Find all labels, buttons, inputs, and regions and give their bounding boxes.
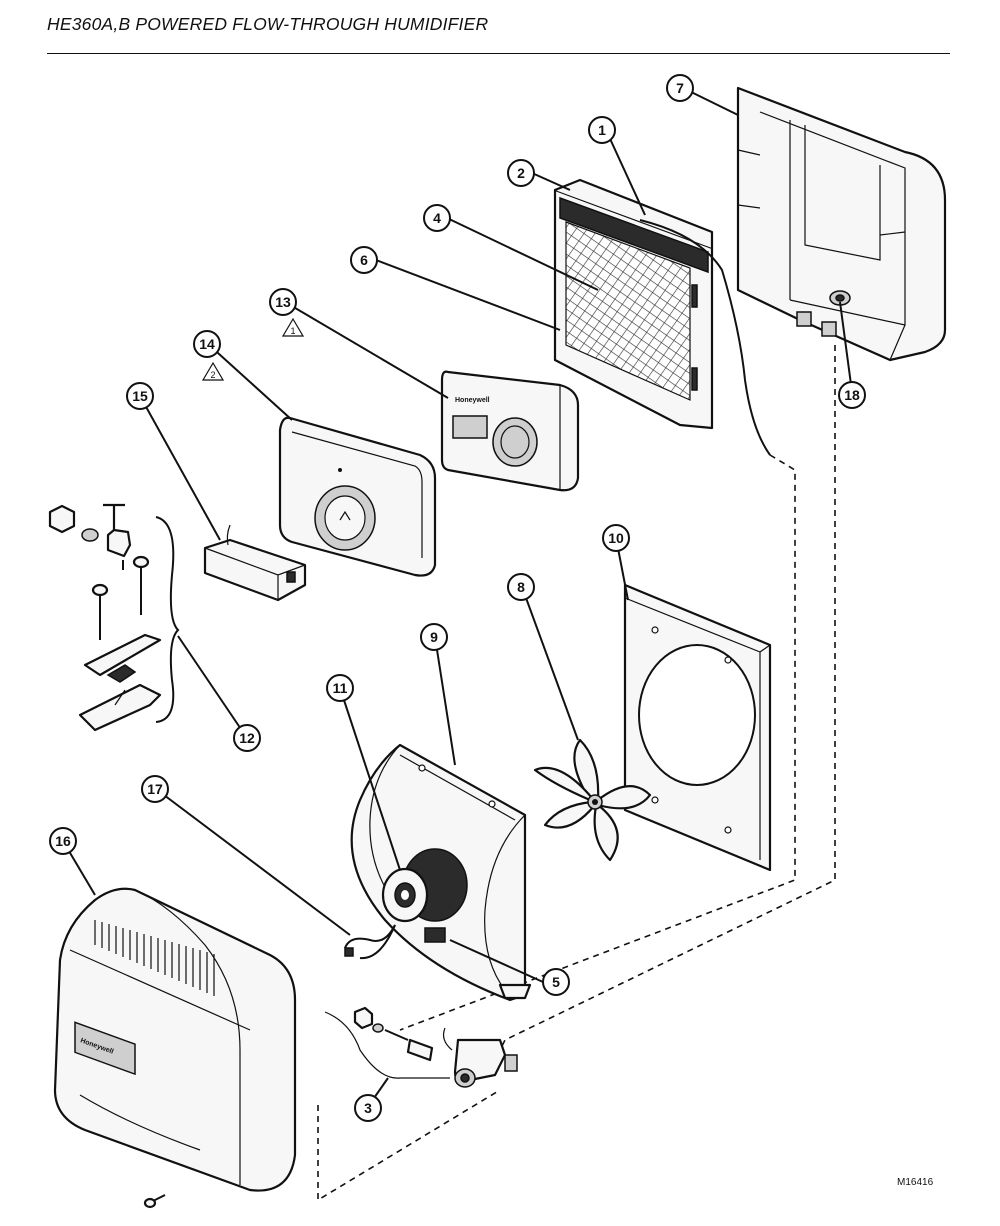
fan-blade: [533, 738, 652, 862]
callout-16: 16: [49, 827, 77, 855]
transformer: [203, 524, 307, 602]
callout-8-label: 8: [517, 579, 525, 595]
callout-1-label: 1: [598, 122, 606, 138]
note-1-label: 1: [290, 326, 295, 336]
callout-17: 17: [141, 775, 169, 803]
fan-motor: [381, 848, 468, 923]
evaporator-pad-frame: [553, 178, 771, 456]
automatic-humidistat: Honeywell: [440, 370, 580, 492]
callout-18: 18: [838, 381, 866, 409]
leader-lines: [62, 87, 853, 1109]
callout-16-label: 16: [55, 833, 71, 849]
callout-8: 8: [507, 573, 535, 601]
front-cover: Honeywell: [53, 887, 297, 1209]
callout-10-label: 10: [608, 530, 624, 546]
saddle-valve-kit: [48, 503, 180, 732]
callout-5-label: 5: [552, 974, 560, 990]
callout-2-label: 2: [517, 165, 525, 181]
callout-7: 7: [666, 74, 694, 102]
callout-11: 11: [326, 674, 354, 702]
motor-connector: [344, 924, 446, 960]
callout-15: 15: [126, 382, 154, 410]
callout-10: 10: [602, 524, 630, 552]
callout-17-label: 17: [147, 781, 163, 797]
callout-15-label: 15: [132, 388, 148, 404]
callout-11-label: 11: [333, 680, 348, 696]
callout-9-label: 9: [430, 629, 438, 645]
note-triangle-2: 2: [201, 361, 225, 381]
callout-9: 9: [420, 623, 448, 651]
figure-reference: M16416: [897, 1177, 934, 1188]
callout-14: 14: [193, 330, 221, 358]
callout-12: 12: [233, 724, 261, 752]
solenoid-valve-assembly: [324, 1006, 518, 1088]
callout-1: 1: [588, 116, 616, 144]
manual-humidistat: [278, 416, 437, 577]
note-triangle-1: 1: [281, 317, 305, 337]
callout-13: 13: [269, 288, 297, 316]
mounting-plate: [623, 583, 772, 872]
title-rule: [47, 53, 950, 54]
callout-12-label: 12: [239, 730, 255, 746]
callout-13-label: 13: [275, 294, 291, 310]
humidistat-brand-label: Honeywell: [455, 397, 490, 404]
callout-2: 2: [507, 159, 535, 187]
housing-base: [736, 86, 947, 362]
callout-4-label: 4: [433, 210, 441, 226]
cover-louvers: [94, 920, 215, 996]
callout-5: 5: [542, 968, 570, 996]
page-title: HE360A,B POWERED FLOW-THROUGH HUMIDIFIER: [47, 14, 489, 34]
callout-3-label: 3: [364, 1100, 372, 1116]
callout-4: 4: [423, 204, 451, 232]
callout-3: 3: [354, 1094, 382, 1122]
callout-6: 6: [350, 246, 378, 274]
callout-7-label: 7: [676, 80, 684, 96]
callout-18-label: 18: [844, 387, 860, 403]
note-2-label: 2: [210, 370, 215, 380]
callout-14-label: 14: [199, 336, 215, 352]
callout-6-label: 6: [360, 252, 368, 268]
